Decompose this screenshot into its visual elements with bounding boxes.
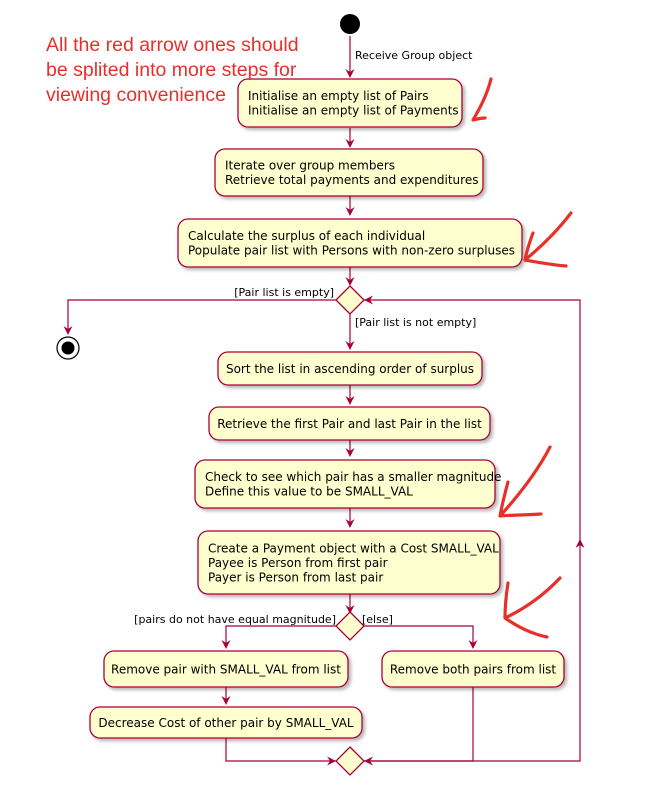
activity-line: Remove pair with SMALL_VAL from list xyxy=(111,662,341,676)
activity-box xyxy=(381,650,565,688)
start-label: Receive Group object xyxy=(355,49,473,62)
activity-remove-both-pairs: Remove both pairs from list xyxy=(381,650,565,688)
activity-box xyxy=(208,406,491,441)
activity-line: Decrease Cost of other pair by SMALL_VAL xyxy=(98,716,354,730)
guard-not-equal-magnitude: [pairs do not have equal magnitude] xyxy=(134,613,336,626)
edge-labels: Receive Group object [Pair list is empty… xyxy=(134,49,476,626)
activity-line: Sort the list in ascending order of surp… xyxy=(226,362,474,376)
activity-box xyxy=(197,530,501,595)
activity-boxes: Initialise an empty list of PairsInitial… xyxy=(89,78,565,739)
annotation-note: All the red arrow ones should be splited… xyxy=(46,33,346,108)
guard-list-not-empty: [Pair list is not empty] xyxy=(355,316,476,329)
activity-check-magnitude: Check to see which pair has a smaller ma… xyxy=(194,459,501,509)
activity-box xyxy=(177,218,523,268)
annotation-line-1: All the red arrow ones should xyxy=(46,34,299,56)
guard-else: [else] xyxy=(362,613,393,626)
activity-line: Initialise an empty list of Payments xyxy=(248,104,459,118)
activity-remove-small-pair: Remove pair with SMALL_VAL from list xyxy=(103,650,349,688)
activity-create-payment: Create a Payment object with a Cost SMAL… xyxy=(197,530,501,595)
red-arrow-surplus xyxy=(523,211,573,268)
activity-line: Iterate over group members xyxy=(225,159,395,173)
activity-calc-surplus: Calculate the surplus of each individual… xyxy=(177,218,523,268)
activity-box xyxy=(217,351,483,386)
activity-line: Retrieve the first Pair and last Pair in… xyxy=(217,417,482,431)
activity-decrease-cost: Decrease Cost of other pair by SMALL_VAL xyxy=(89,706,363,739)
red-arrow-magnitude xyxy=(498,445,552,518)
red-annotation-arrows xyxy=(471,77,573,639)
activity-init-lists: Initialise an empty list of PairsInitial… xyxy=(237,78,463,128)
arrowheads xyxy=(63,69,585,766)
activity-sort-list: Sort the list in ascending order of surp… xyxy=(217,351,483,386)
activity-line: Initialise an empty list of Pairs xyxy=(248,89,428,103)
activity-box xyxy=(214,148,484,197)
activity-line: Retrieve total payments and expenditures xyxy=(225,173,478,187)
activity-retrieve-pairs: Retrieve the first Pair and last Pair in… xyxy=(208,406,491,441)
activity-line: Check to see which pair has a smaller ma… xyxy=(205,470,501,484)
red-arrow-payment xyxy=(503,576,562,639)
start-node xyxy=(340,14,360,34)
activity-line: Define this value to be SMALL_VAL xyxy=(205,485,413,499)
activity-line: Payee is Person from first pair xyxy=(208,556,388,570)
activity-line: Payer is Person from last pair xyxy=(208,570,383,584)
guard-list-empty: [Pair list is empty] xyxy=(234,286,334,299)
flow-edges xyxy=(67,36,581,762)
activity-line: Remove both pairs from list xyxy=(390,662,557,676)
control-nodes xyxy=(56,14,365,776)
activity-box xyxy=(194,459,496,509)
activity-box xyxy=(103,650,349,688)
merge-node xyxy=(335,746,365,776)
activity-box xyxy=(237,78,463,128)
activity-line: Create a Payment object with a Cost SMAL… xyxy=(208,541,499,555)
stop-node xyxy=(56,336,80,360)
red-arrow-init xyxy=(471,77,493,122)
activity-line: Calculate the surplus of each individual xyxy=(188,229,425,243)
decision-magnitude xyxy=(335,611,365,641)
decision-list-empty xyxy=(335,285,365,315)
annotation-line-3: viewing convenience xyxy=(46,84,226,106)
activity-box xyxy=(89,706,363,739)
activity-line: Populate pair list with Persons with non… xyxy=(188,244,515,258)
annotation-line-2: be splited into more steps for xyxy=(46,59,297,81)
